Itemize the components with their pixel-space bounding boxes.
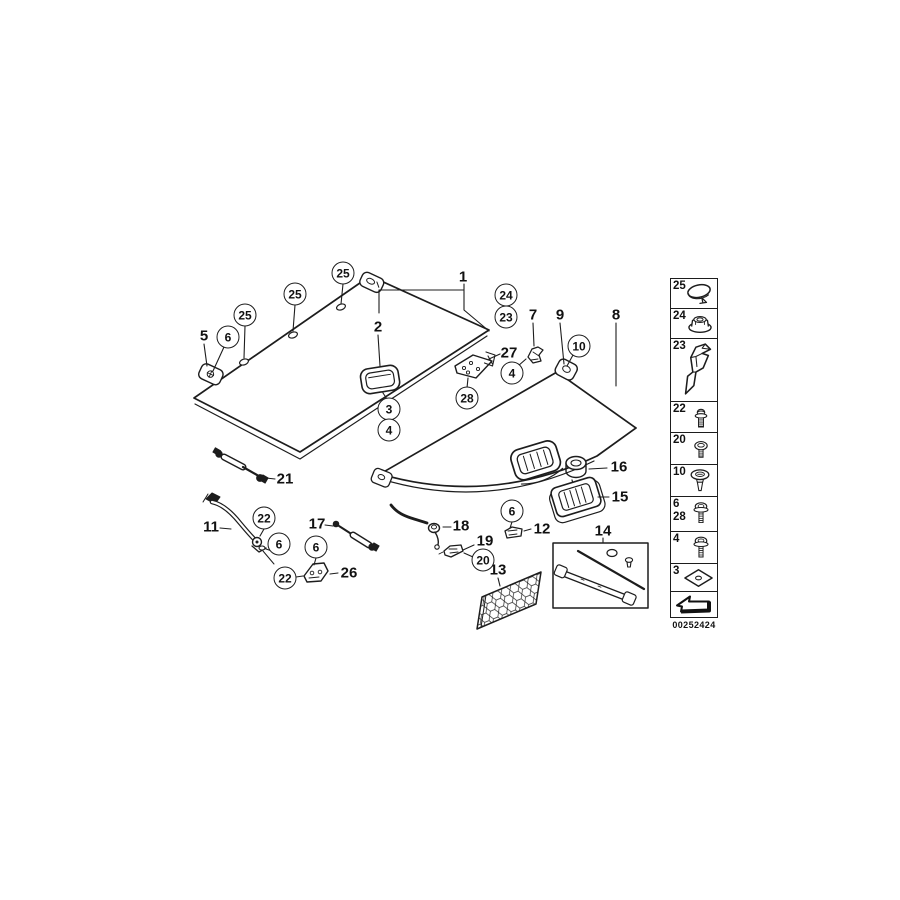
fastener-legend: 25 24 23 22 20 10 6 28 [670,278,718,618]
part-27-bracket [454,351,496,379]
callout-8: 8 [611,306,621,324]
callout-5: 5 [199,327,209,345]
flange-nut-icon [688,315,712,333]
part-11-arm [202,492,275,565]
legend-item-4: 4 [671,532,717,565]
round-screw-icon [694,440,708,458]
legend-num: 20 [673,434,686,447]
legend-num: 22 [673,403,686,416]
expanding-rivet-icon [690,469,710,492]
legend-num: 25 [673,280,686,292]
part-13-mesh [476,571,542,630]
callout-circle-22a: 22 [252,506,276,530]
callout-circle-28: 28 [455,386,479,410]
part-14-kit-box [552,542,649,609]
part-26-bracket [303,562,329,583]
callout-15: 15 [611,488,629,506]
callout-7: 7 [528,306,538,324]
diagram-code: 00252424 [672,620,716,630]
legend-item-3: 3 [671,564,717,593]
legend-num: 10 [673,465,686,478]
part-17-strut [332,520,380,552]
callout-2: 2 [373,318,383,336]
callout-13: 13 [489,561,507,579]
callout-circle-6b: 6 [267,532,291,556]
callout-circle-4b: 4 [377,418,401,442]
part-15-plate [549,476,606,524]
legend-item-10: 10 [671,465,717,497]
callout-21: 21 [276,470,294,488]
legend-item-25: 25 [671,279,717,309]
legend-item-arrow [671,592,717,617]
part-19-clip [438,544,464,558]
callout-circle-6d: 6 [500,499,524,523]
callout-1: 1 [458,268,468,286]
part-21-strut [212,447,269,484]
legend-item-6-28: 6 28 [671,497,717,532]
callout-circle-25a: 25 [331,261,355,285]
callout-16: 16 [610,458,628,476]
callout-circle-23: 23 [494,305,518,329]
legend-item-22: 22 [671,402,717,434]
callout-12: 12 [533,520,551,538]
part-12-clip [504,526,523,539]
callout-circle-25b: 25 [283,282,307,306]
continuation-arrow-icon [675,594,711,614]
callout-18: 18 [452,517,470,535]
callout-circle-6c: 6 [304,535,328,559]
leader-lines [203,283,617,587]
callout-9: 9 [555,306,565,324]
callout-circle-6a: 6 [216,325,240,349]
cap-icon [685,282,713,305]
square-pad-icon [684,568,713,587]
legend-num: 24 [673,309,686,322]
legend-num: 4 [673,532,680,545]
callout-circle-20: 20 [471,548,495,572]
callout-circle-10: 10 [567,334,591,358]
screw-washer-icon [693,536,709,558]
legend-num: 3 [673,565,680,578]
legend-num: 6 28 [673,497,686,523]
callout-11: 11 [203,518,219,536]
callout-27: 27 [500,344,518,362]
trim-bracket-icon [684,343,712,395]
callout-circle-3: 3 [377,397,401,421]
bolt-icon [694,408,708,428]
callout-circle-22b: 22 [273,566,297,590]
callout-17: 17 [308,515,326,533]
legend-item-20: 20 [671,433,717,465]
callout-circle-24: 24 [494,283,518,307]
part-18-cable [389,503,441,550]
legend-item-23: 23 [671,339,717,403]
callout-circle-25c: 25 [233,303,257,327]
callout-26: 26 [340,564,358,582]
callout-14: 14 [594,522,612,540]
part-7-clip [527,346,544,364]
legend-item-24: 24 [671,309,717,339]
callout-19: 19 [476,532,494,550]
screw-washer-icon [693,502,709,524]
legend-num: 23 [673,339,686,352]
floor-panel [193,271,490,460]
callout-circle-4a: 4 [500,361,524,385]
